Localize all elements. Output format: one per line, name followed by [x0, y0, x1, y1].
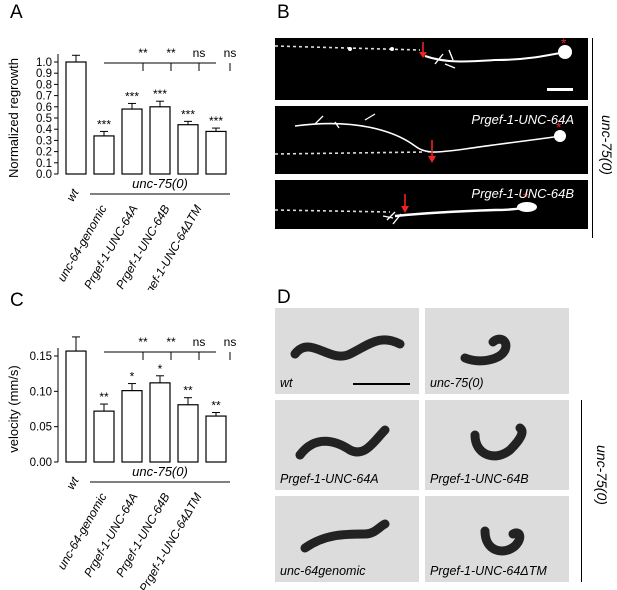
panel-letter-a: A — [10, 2, 23, 23]
y-tick-label: 0.5 — [36, 113, 52, 125]
axon-regrowth-image: * — [275, 38, 573, 91]
category-label: wt — [63, 474, 81, 492]
scale-bar — [353, 383, 410, 385]
micrograph-1: * — [275, 38, 588, 100]
svg-text:*: * — [561, 38, 567, 51]
bracket-line — [592, 38, 593, 238]
micrograph-label: Prgef-1-UNC-64B — [471, 186, 574, 201]
worm-image: Prgef-1-UNC-64A — [275, 400, 419, 490]
bar — [93, 410, 115, 463]
bar — [121, 390, 143, 463]
bracket-line — [581, 400, 582, 582]
panel-letter-b: B — [277, 2, 290, 23]
worm-image: Prgef-1-UNC-64B — [425, 400, 569, 490]
y-tick-label: 0.2 — [36, 147, 52, 159]
genotype-side-label: unc-75(0) — [599, 115, 615, 175]
bar — [177, 124, 199, 175]
comparison-label: ns — [224, 335, 237, 349]
bar — [93, 135, 115, 175]
svg-text:*: * — [556, 119, 562, 135]
worm-image: unc-64genomic — [275, 496, 419, 582]
y-tick-label: 0.4 — [36, 124, 53, 136]
y-tick-label: 0.15 — [30, 351, 52, 363]
bar — [149, 106, 171, 175]
micrograph-label: Prgef-1-UNC-64A — [471, 112, 574, 127]
svg-text:*: * — [523, 189, 529, 205]
bar — [121, 108, 143, 175]
y-tick-label: 0.6 — [36, 102, 52, 114]
bar — [149, 382, 171, 463]
genotype-side-label: unc-75(0) — [594, 445, 610, 505]
comparison-label: ** — [166, 335, 176, 349]
significance-label: *** — [209, 114, 223, 128]
worm-label: unc-75(0) — [430, 376, 484, 390]
micrograph-2: * Prgef-1-UNC-64A — [275, 106, 588, 174]
y-tick-label: 0.1 — [36, 158, 52, 170]
worm-label: wt — [280, 376, 293, 390]
worm-image: unc-75(0) — [425, 308, 569, 394]
axon-regrowth-image: * — [275, 113, 566, 163]
group-label: unc-75(0) — [132, 176, 188, 191]
worm-image: wt — [275, 308, 419, 394]
micrograph-3: * Prgef-1-UNC-64B — [275, 180, 588, 229]
y-tick-label: 1.0 — [36, 57, 52, 69]
y-tick-label: 0.10 — [30, 386, 52, 398]
category-label: wt — [63, 186, 81, 204]
worm-label: Prgef-1-UNC-64B — [430, 472, 529, 486]
y-axis-label: Normalized regrowth — [6, 58, 21, 178]
bar — [65, 350, 87, 463]
comparison-label: ns — [193, 335, 206, 349]
bar — [65, 61, 87, 175]
y-tick-label: 0.8 — [36, 79, 52, 91]
comparison-label: ns — [224, 46, 237, 60]
significance-label: *** — [125, 89, 139, 103]
significance-label: *** — [181, 107, 195, 121]
group-label: unc-75(0) — [132, 464, 188, 479]
y-tick-label: 0.9 — [36, 68, 52, 80]
axon-regrowth-image: * — [275, 189, 537, 225]
worm-label: Prgef-1-UNC-64A — [280, 472, 379, 486]
worm-label: unc-64genomic — [280, 564, 366, 578]
y-axis-label: velocity (mm/s) — [6, 365, 21, 452]
significance-label: * — [158, 362, 163, 376]
comparison-label: ** — [138, 335, 148, 349]
panel-letter-d: D — [277, 287, 291, 308]
bar — [205, 130, 227, 175]
significance-label: *** — [153, 87, 167, 101]
worm-label: Prgef-1-UNC-64ΔTM — [430, 564, 547, 578]
y-tick-label: 0.3 — [36, 135, 52, 147]
comparison-label: ** — [166, 46, 176, 60]
significance-label: ** — [211, 399, 221, 413]
significance-label: ** — [183, 384, 193, 398]
bar — [177, 404, 199, 463]
comparison-label: ns — [193, 46, 206, 60]
y-tick-label: 0.7 — [36, 91, 52, 103]
worm-image: Prgef-1-UNC-64ΔTM — [425, 496, 569, 582]
significance-label: * — [130, 370, 135, 384]
significance-label: *** — [97, 117, 111, 131]
y-tick-label: 0.00 — [30, 457, 52, 469]
comparison-label: ** — [138, 46, 148, 60]
chart-a: 0.00.10.20.30.40.50.60.70.80.91.0 Normali… — [6, 46, 237, 290]
y-tick-label: 0.05 — [30, 422, 52, 434]
y-tick-label: 0.0 — [36, 169, 52, 181]
bar — [205, 415, 227, 463]
panel-letter-c: C — [10, 290, 24, 311]
significance-label: ** — [99, 390, 109, 404]
